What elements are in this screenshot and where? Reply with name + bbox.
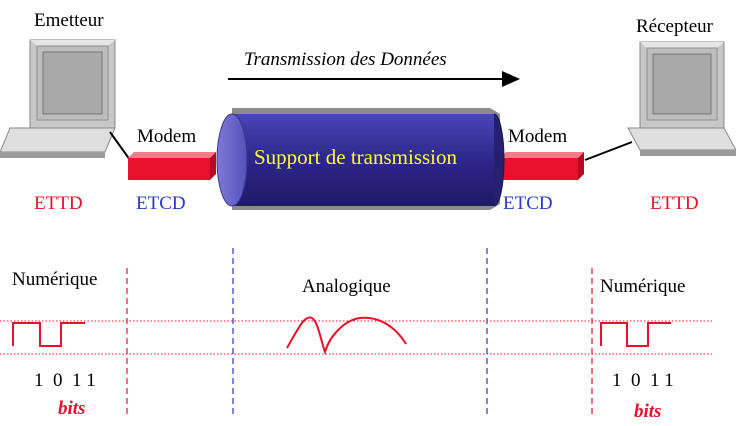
numeric-right-label: Numérique bbox=[600, 276, 686, 297]
emitter-computer-icon bbox=[0, 39, 116, 158]
left-modem-icon bbox=[128, 152, 216, 180]
analog-signal bbox=[286, 316, 407, 355]
etcd-right-label: ETCD bbox=[503, 193, 553, 214]
digital-signal-right bbox=[600, 322, 671, 347]
transmission-cable bbox=[216, 108, 505, 210]
support-label: Support de transmission bbox=[254, 145, 457, 169]
transmission-title: Transmission des Données bbox=[244, 49, 447, 70]
right-wire bbox=[584, 141, 633, 161]
emitter-label: Emetteur bbox=[34, 10, 104, 31]
etcd-left-label: ETCD bbox=[136, 193, 186, 214]
bits-left-label: bits bbox=[58, 398, 86, 419]
analog-label: Analogique bbox=[302, 276, 391, 297]
bits-right-label: bits bbox=[634, 401, 662, 422]
bits-values-left: 1 0 1 1 bbox=[34, 370, 96, 391]
right-modem-icon bbox=[500, 152, 584, 180]
digital-signal-left bbox=[12, 322, 85, 347]
receiver-label: Récepteur bbox=[636, 16, 714, 37]
modem-right-label: Modem bbox=[508, 126, 568, 147]
ettd-left-label: ETTD bbox=[34, 193, 83, 214]
ettd-right-label: ETTD bbox=[650, 193, 699, 214]
numeric-left-label: Numérique bbox=[12, 269, 98, 290]
bits-values-right: 1 0 1 1 bbox=[612, 370, 674, 391]
modem-left-label: Modem bbox=[137, 126, 197, 147]
left-wire bbox=[109, 131, 131, 161]
receiver-computer-icon bbox=[627, 41, 736, 156]
